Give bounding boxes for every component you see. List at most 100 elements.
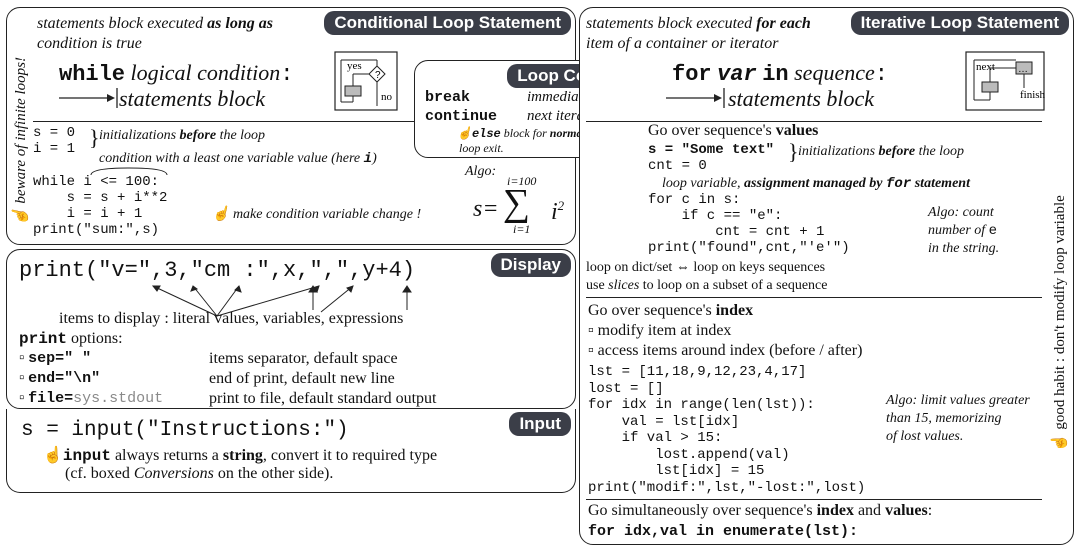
code-line: if c == "e": (648, 208, 783, 224)
code-line: s = "Some text" (648, 142, 775, 158)
warning-icon: ☝ (13, 203, 29, 226)
display-arrows (151, 285, 412, 317)
init-note: initializations before the loop (798, 144, 965, 159)
init-brace: } (788, 139, 799, 164)
else-note: ☝else block for normal (457, 126, 586, 141)
items-note: items to display : literal values, varia… (59, 310, 404, 327)
code-line: lost = [] (588, 380, 664, 397)
hand-icon: ☝ (1052, 429, 1068, 452)
algo-limit-note: Algo: limit values greater than 15, memo… (886, 393, 1030, 444)
input-note-line2: (cf. boxed Conversions on the other side… (65, 465, 334, 482)
code-line: s = 0 (33, 125, 76, 141)
good-habit-note: ☝ good habit : don't modify loop variabl… (1052, 195, 1068, 452)
code-line: i = i + 1 (33, 206, 143, 222)
for-flowchart-icon: … next finish (965, 51, 1046, 111)
infinite-loop-warning: ☝ beware of infinite loops! (13, 57, 29, 226)
init-note: initializations before the loop (99, 128, 266, 143)
bullet-icon: ▫ (588, 342, 598, 359)
code-line: lst[idx] = 15 (588, 463, 765, 479)
svg-text:…: … (1018, 64, 1028, 75)
code-line: print("modif:",lst,"-lost:",lost) (588, 479, 866, 496)
bullet-modify: ▫ modify item at index (588, 322, 732, 339)
svg-text:no: no (381, 91, 393, 103)
algo-label: Algo: (465, 164, 497, 179)
init-brace: } (89, 125, 100, 150)
slices-note: use slices to loop on a subset of a sequ… (586, 278, 828, 293)
code-line: if val > 15: (588, 430, 723, 446)
code-line: print("found",cnt,"'e'") (648, 240, 850, 256)
condition-note: condition with a least one variable valu… (99, 151, 377, 167)
code-line: i = 1 (33, 141, 76, 157)
print-options-heading: print options: (19, 330, 123, 348)
for-arrow (666, 88, 725, 108)
iterative-desc-line2: item of a container or iterator (586, 35, 779, 52)
while-syntax: while logical condition: (59, 60, 294, 87)
code-line: cnt = cnt + 1 (648, 224, 825, 240)
bullet-icon: ▫ (19, 350, 29, 366)
change-note: ☝ make condition variable change ! (212, 207, 422, 222)
while-code: s = 0 i = 1 (33, 125, 75, 157)
while-arrow (59, 88, 118, 108)
break-keyword: break (425, 89, 471, 106)
values-code-init: s = "Some text" cnt = 0 (648, 142, 774, 174)
code-line: lst = [11,18,9,12,23,4,17] (588, 364, 807, 380)
code-line: for idx in range(len(lst)): (588, 397, 815, 413)
sum-top: i=100 (507, 174, 537, 188)
dict-note: loop on dict/set ⇔ loop on keys sequence… (586, 260, 826, 275)
code-line: val = lst[idx] (588, 413, 740, 430)
simultaneous-heading: Go simultaneously over sequence's index … (588, 502, 933, 519)
code-line: lost.append(val) (588, 446, 790, 463)
sum-term: i2 (551, 198, 565, 225)
iterative-desc: statements block executed for each (586, 15, 811, 32)
index-heading: Go over sequence's index (588, 302, 754, 319)
for-block-text: statements block (728, 86, 875, 111)
svg-text:finish: finish (1020, 89, 1046, 101)
code-line: while i <= 100: (33, 174, 160, 190)
svg-text:yes: yes (347, 60, 362, 72)
while-block-text: statements block (119, 86, 266, 111)
code-line: print("sum:",s) (33, 222, 160, 238)
sum-bottom: i=1 (513, 222, 531, 236)
bullet-icon: ▫ (19, 370, 29, 386)
iterative-loop-box: Iterative Loop Statement statements bloc… (579, 7, 1074, 545)
hand-icon: ☝ (212, 207, 233, 222)
enumerate-code: for idx,val in enumerate(lst): (588, 523, 859, 540)
input-note: ☝input always returns a string, convert … (43, 447, 438, 465)
divider (586, 297, 1042, 298)
index-code: lst = [11,18,9,12,23,4,17] lost = [] for… (588, 364, 865, 496)
condition-brace (90, 167, 168, 176)
display-box: Display print("v=",3,"cm :",x,",",y+4) i… (6, 249, 576, 409)
code-line: cnt = 0 (648, 158, 707, 174)
sum-symbol: ∑ (503, 182, 531, 224)
svg-text:?: ? (375, 70, 381, 81)
bullet-icon: ▫ (19, 390, 29, 406)
option-sep: ▫ sep=" " (19, 350, 92, 367)
else-note-line2: loop exit. (459, 141, 504, 155)
option-file-desc: print to file, default standard output (209, 390, 437, 407)
conditional-loop-title: Conditional Loop Statement (324, 11, 571, 35)
code-line: s = s + i**2 (33, 190, 168, 206)
values-heading: Go over sequence's values (648, 122, 819, 139)
algo-count-note: Algo: count number of e in the string. (928, 205, 1000, 256)
iterative-loop-title: Iterative Loop Statement (850, 11, 1069, 35)
print-code: print("v=",3,"cm :",x,",",y+4) (19, 258, 416, 283)
option-sep-desc: items separator, default space (209, 350, 398, 367)
continue-keyword: continue (425, 108, 498, 125)
values-code-loop: for c in s: if c == "e": cnt = cnt + 1 p… (648, 192, 850, 256)
sum-lhs: s= (473, 196, 499, 222)
option-end: ▫ end="\n" (19, 370, 101, 387)
bullet-icon: ▫ (588, 322, 598, 339)
divider (586, 499, 1042, 500)
for-syntax: for var in sequence: (672, 60, 888, 87)
option-end-desc: end of print, default new line (209, 370, 395, 387)
divider (586, 121, 1042, 122)
input-title: Input (509, 412, 571, 436)
hand-icon: ☝ (457, 126, 472, 140)
input-box: Input s = input("Instructions:") ☝input … (6, 409, 576, 493)
conditional-desc-line2: condition is true (37, 35, 142, 52)
conditional-desc: statements block executed as long as (37, 15, 273, 32)
hand-icon: ☝ (43, 447, 63, 464)
input-code: s = input("Instructions:") (21, 419, 349, 442)
display-title: Display (490, 253, 571, 277)
bullet-access: ▫ access items around index (before / af… (588, 342, 863, 359)
